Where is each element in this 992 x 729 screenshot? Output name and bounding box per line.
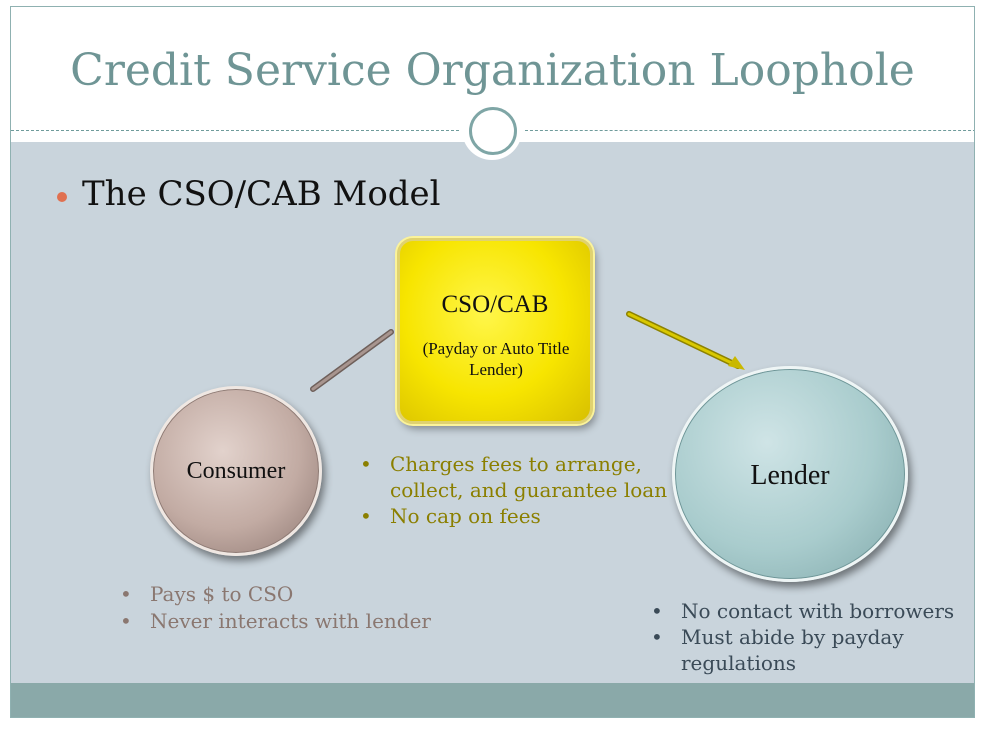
bullet-icon: • bbox=[360, 504, 372, 528]
bullet-icon: • bbox=[360, 452, 372, 476]
arrow-cso-to-lender bbox=[626, 311, 745, 370]
consumer-label: Consumer bbox=[186, 458, 286, 484]
list-item: • No contact with borrowers bbox=[651, 598, 961, 624]
list-item: • No cap on fees bbox=[360, 503, 670, 529]
cso-bullet-list: • Charges fees to arrange, collect, and g… bbox=[360, 451, 670, 529]
slide: Credit Service Organization Loophole bbox=[10, 6, 975, 718]
list-item-text: No contact with borrowers bbox=[681, 599, 955, 623]
cso-cab-node: CSO/CAB (Payday or Auto Title Lender) bbox=[397, 238, 593, 424]
list-item: • Pays $ to CSO bbox=[120, 581, 440, 608]
footer-bar bbox=[11, 683, 974, 717]
cso-cab-subtitle: (Payday or Auto Title Lender) bbox=[422, 339, 570, 379]
list-item: • Never interacts with lender bbox=[120, 608, 440, 635]
slide-title: Credit Service Organization Loophole bbox=[70, 45, 915, 96]
list-item-text: Charges fees to arrange, collect, and gu… bbox=[390, 452, 668, 502]
bullet-icon: • bbox=[120, 582, 132, 606]
lender-node: Lender bbox=[672, 366, 908, 582]
heading-bullet-icon bbox=[57, 192, 67, 202]
list-item: • Must abide by payday regulations bbox=[651, 624, 961, 676]
consumer-bullet-list: • Pays $ to CSO • Never interacts with len… bbox=[120, 581, 440, 635]
bullet-icon: • bbox=[651, 625, 663, 649]
list-item: • Charges fees to arrange, collect, and g… bbox=[360, 451, 670, 503]
bullet-icon: • bbox=[120, 609, 132, 633]
arrow-consumer-to-cso bbox=[310, 329, 394, 392]
divider-ornament-ring bbox=[469, 107, 517, 155]
title-divider-left bbox=[11, 130, 459, 131]
bullet-icon: • bbox=[651, 599, 663, 623]
list-item-text: Pays $ to CSO bbox=[150, 582, 294, 606]
list-item-text: Never interacts with lender bbox=[150, 609, 431, 633]
arrowhead-icon bbox=[728, 356, 745, 370]
lender-bullet-list: • No contact with borrowers • Must abide b… bbox=[651, 598, 961, 676]
cso-cab-title: CSO/CAB bbox=[441, 291, 549, 318]
lender-label: Lender bbox=[750, 460, 830, 491]
consumer-node: Consumer bbox=[150, 386, 322, 556]
list-item-text: Must abide by payday regulations bbox=[681, 625, 904, 675]
list-item-text: No cap on fees bbox=[390, 504, 541, 528]
section-heading: The CSO/CAB Model bbox=[82, 174, 441, 214]
title-divider-right bbox=[525, 130, 974, 131]
